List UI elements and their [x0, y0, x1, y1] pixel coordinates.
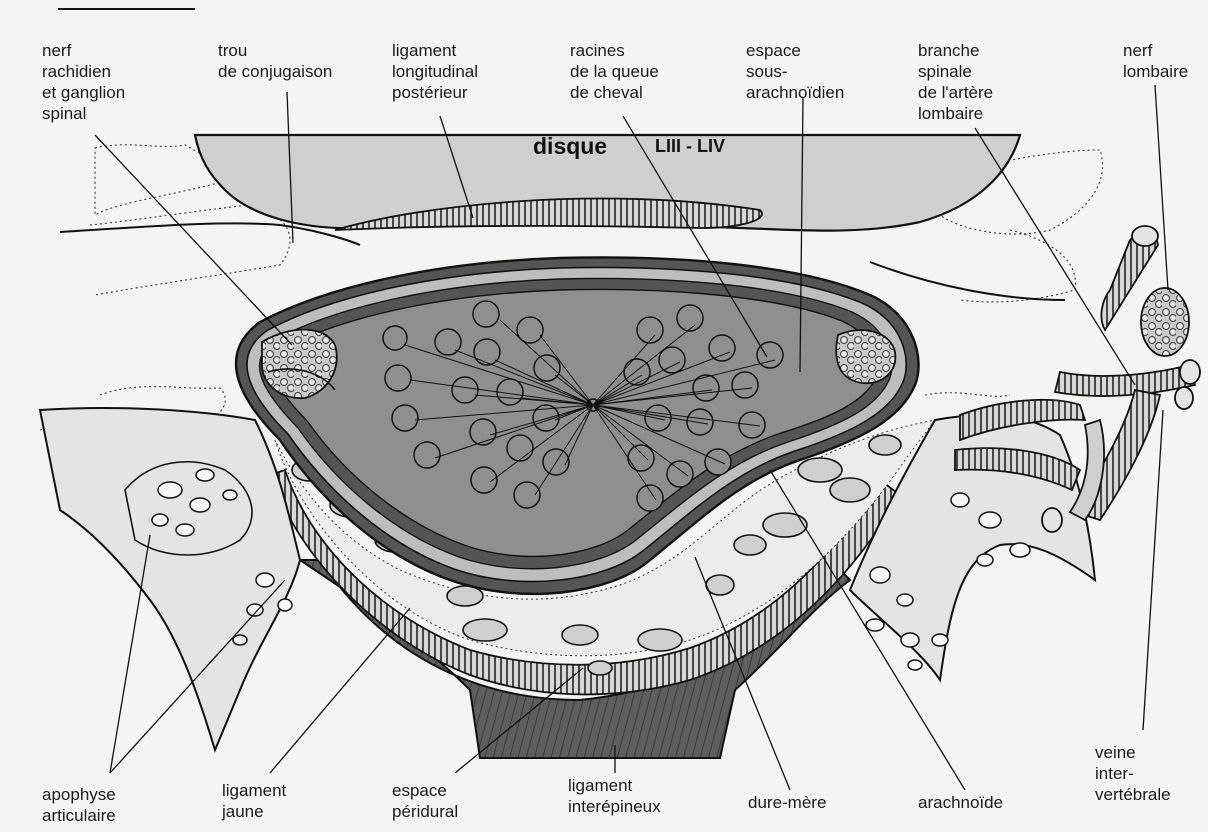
- label-veine-intervertebrale: veine inter- vertébrale: [1095, 742, 1171, 805]
- label-espace-peridural: espace péridural: [392, 780, 458, 822]
- label-espace-sous-arachnoidien: espace sous- arachnoïdien: [746, 40, 844, 103]
- articular-process-left: [40, 408, 300, 750]
- spinal-ganglion-right: [836, 330, 895, 383]
- disc-title: disque: [533, 133, 607, 160]
- label-ligament-interepineux: ligament interépineux: [568, 775, 661, 817]
- label-branche-spinale: branche spinale de l'artère lombaire: [918, 40, 993, 124]
- label-ligament-jaune: ligament jaune: [222, 780, 286, 822]
- label-nerf-rachidien: nerf rachidien et ganglion spinal: [42, 40, 125, 124]
- label-ligament-longitudinal: ligament longitudinal postérieur: [392, 40, 478, 103]
- label-racines: racines de la queue de cheval: [570, 40, 659, 103]
- label-nerf-lombaire: nerf lombaire: [1123, 40, 1188, 82]
- label-dure-mere: dure-mère: [748, 792, 826, 813]
- label-trou-conjugaison: trou de conjugaison: [218, 40, 332, 82]
- label-apophyse-articulaire: apophyse articulaire: [42, 784, 116, 826]
- disc-level: LIII - LIV: [655, 136, 725, 157]
- label-arachnoide: arachnoïde: [918, 792, 1003, 813]
